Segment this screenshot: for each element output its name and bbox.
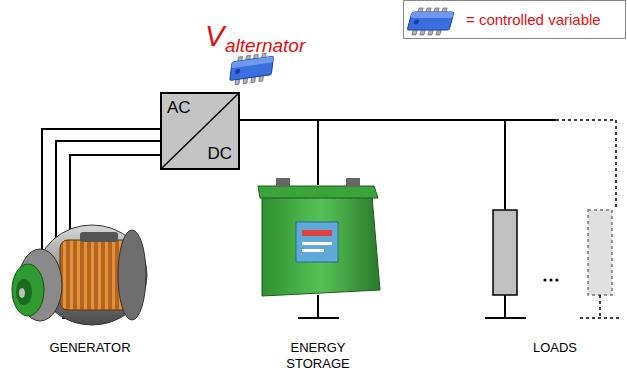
component-label: GENERATOR: [49, 340, 130, 356]
battery-illustration: [258, 178, 380, 296]
component-label: LOADS: [533, 340, 577, 356]
ellipsis: [543, 278, 558, 281]
variable-symbol: V: [205, 18, 224, 54]
optional-load: [556, 120, 621, 318]
legend-box: [404, 1, 626, 39]
generator-illustration: [12, 225, 147, 325]
variable-subscript: alternator: [225, 34, 305, 58]
converter-box: AC DC: [160, 92, 240, 170]
converter-label: AC: [167, 98, 191, 118]
converter-label: DC: [207, 144, 232, 164]
load-resistor: [493, 210, 517, 295]
legend-text: = controlled variable: [466, 11, 601, 28]
component-label: ENERGY STORAGE: [278, 340, 358, 373]
chip-symbol: [229, 52, 274, 86]
chip-symbol: [406, 8, 455, 35]
